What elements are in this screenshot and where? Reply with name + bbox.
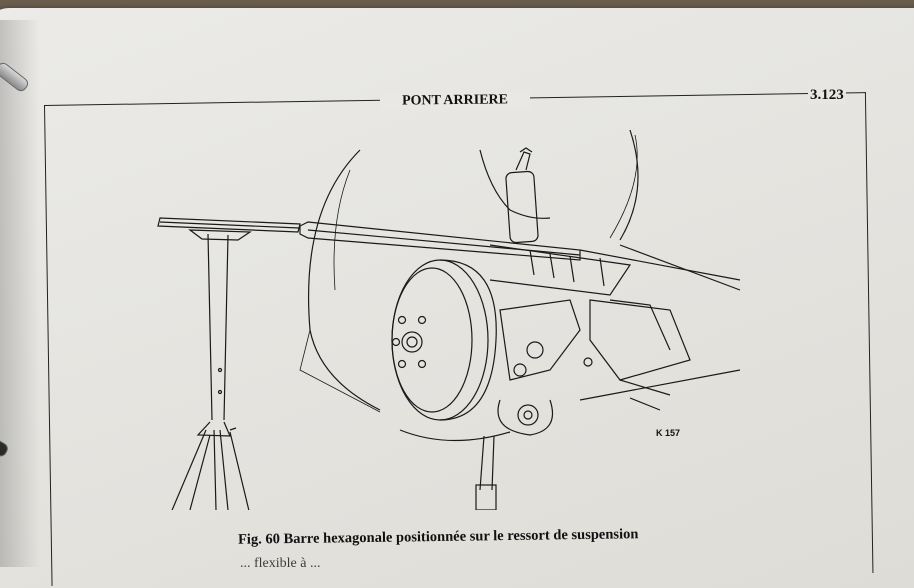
page-curl-shadow bbox=[0, 20, 40, 567]
technical-illustration bbox=[157, 130, 741, 510]
cut-off-text-line: ... flexible à ... bbox=[240, 556, 321, 567]
page-number: 3.123 bbox=[808, 87, 846, 104]
axle-stand bbox=[157, 217, 301, 510]
brake-drum bbox=[391, 259, 497, 421]
section-title: PONT ARRIERE bbox=[379, 92, 531, 110]
suspension-arm bbox=[399, 244, 741, 442]
jack-post bbox=[475, 435, 497, 510]
shock-absorber bbox=[505, 147, 539, 244]
figure-reference: K 157 bbox=[656, 428, 681, 438]
